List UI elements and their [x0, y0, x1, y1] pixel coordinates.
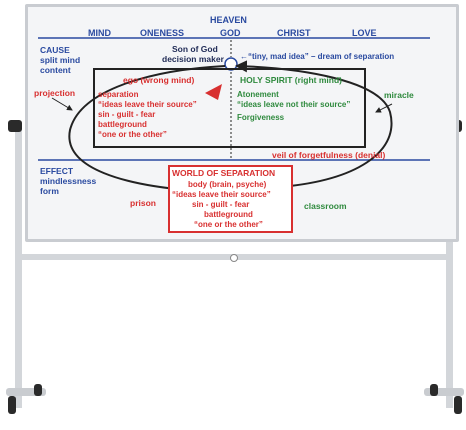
world-line-3: sin - guilt - fear [192, 200, 250, 209]
form-label: form [40, 186, 59, 196]
ego-arrow-icon [205, 84, 222, 100]
decision-maker-label: decision maker [162, 54, 224, 64]
mindlessness-label: mindlessness [40, 176, 97, 186]
effect-label: EFFECT [40, 166, 74, 176]
cause-label: CAUSE [40, 45, 70, 55]
header-god: GOD [220, 28, 241, 38]
stand-base-left [6, 388, 46, 396]
split-mind-label: split mind [40, 55, 81, 65]
wheel-icon [454, 396, 462, 414]
heaven-title: HEAVEN [210, 15, 247, 25]
world-line-5: “one or the other” [194, 220, 263, 229]
world-line-4: battleground [204, 210, 253, 219]
world-title: WORLD OF SEPARATION [172, 168, 276, 178]
miracle-arrow [375, 103, 393, 113]
wheel-icon [8, 396, 16, 414]
holy-spirit-title: HOLY SPIRIT (right mind) [240, 75, 343, 85]
stand-base-right [424, 388, 464, 396]
wheel-icon [430, 384, 438, 396]
stand-left-post [15, 128, 22, 408]
mind-box [93, 68, 366, 148]
world-line-2: “ideas leave their source” [172, 190, 271, 199]
projection-label: projection [34, 88, 76, 98]
world-line-1: body (brain, psyche) [188, 180, 267, 189]
miracle-label: miracle [384, 90, 414, 100]
stand-right-post [446, 128, 453, 408]
ego-line-3: sin - guilt - fear [98, 110, 156, 119]
stand-knob-icon [230, 254, 238, 262]
ego-line-5: “one or the other” [98, 130, 167, 139]
spirit-line-3: Forgiveness [237, 113, 285, 122]
spirit-line-2: “ideas leave not their source” [237, 100, 351, 109]
son-of-god-label: Son of God [172, 44, 218, 54]
classroom-label: classroom [304, 201, 347, 211]
content-label: content [40, 65, 71, 75]
header-oneness: ONENESS [140, 28, 185, 38]
cycle-right-arc [235, 60, 393, 187]
projection-arrow [51, 97, 73, 111]
dream-label: ←“tiny, mad idea” – dream of separation [240, 52, 395, 61]
veil-label: veil of forgetfulness (denial) [272, 150, 386, 160]
world-box [168, 165, 293, 233]
wheel-icon [34, 384, 42, 396]
spirit-line-1: Atonement [237, 90, 279, 99]
pivot-left-icon [8, 120, 22, 132]
ego-line-2: “ideas leave their source” [98, 100, 197, 109]
cycle-left-arc [68, 65, 226, 196]
header-mind: MIND [88, 28, 111, 38]
ego-title: ego (wrong mind) [123, 75, 195, 85]
ego-line-1: separation [98, 90, 139, 99]
ego-line-4: battleground [98, 120, 147, 129]
prison-label: prison [130, 198, 156, 208]
header-love: LOVE [352, 28, 377, 38]
header-christ: CHRIST [277, 28, 311, 38]
